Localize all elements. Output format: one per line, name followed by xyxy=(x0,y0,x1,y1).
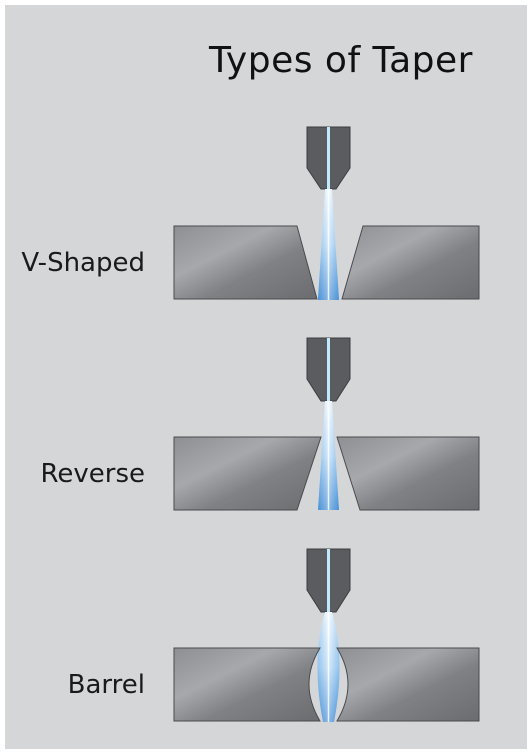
diagram-panel xyxy=(5,5,527,749)
beam-reverse xyxy=(318,401,339,510)
nozzle-v-shaped xyxy=(306,126,351,190)
taper-label-v-shaped: V-Shaped xyxy=(21,248,145,278)
barrel-diagram xyxy=(173,548,480,722)
material-left-reverse xyxy=(173,436,322,511)
beam-barrel xyxy=(317,612,340,722)
material-right-barrel xyxy=(336,647,480,722)
material-left-v-shaped xyxy=(173,225,318,300)
nozzle-reverse xyxy=(306,337,351,402)
nozzle-barrel xyxy=(306,548,351,613)
diagram-title: Types of Taper xyxy=(209,40,473,81)
material-left-barrel xyxy=(173,647,321,722)
taper-label-barrel: Barrel xyxy=(67,670,145,700)
material-right-v-shaped xyxy=(341,225,480,300)
reverse-diagram xyxy=(173,337,480,511)
beam-v-shaped xyxy=(318,189,339,300)
taper-label-reverse: Reverse xyxy=(40,459,145,489)
v-shaped-diagram xyxy=(173,126,480,300)
material-right-reverse xyxy=(336,436,480,511)
